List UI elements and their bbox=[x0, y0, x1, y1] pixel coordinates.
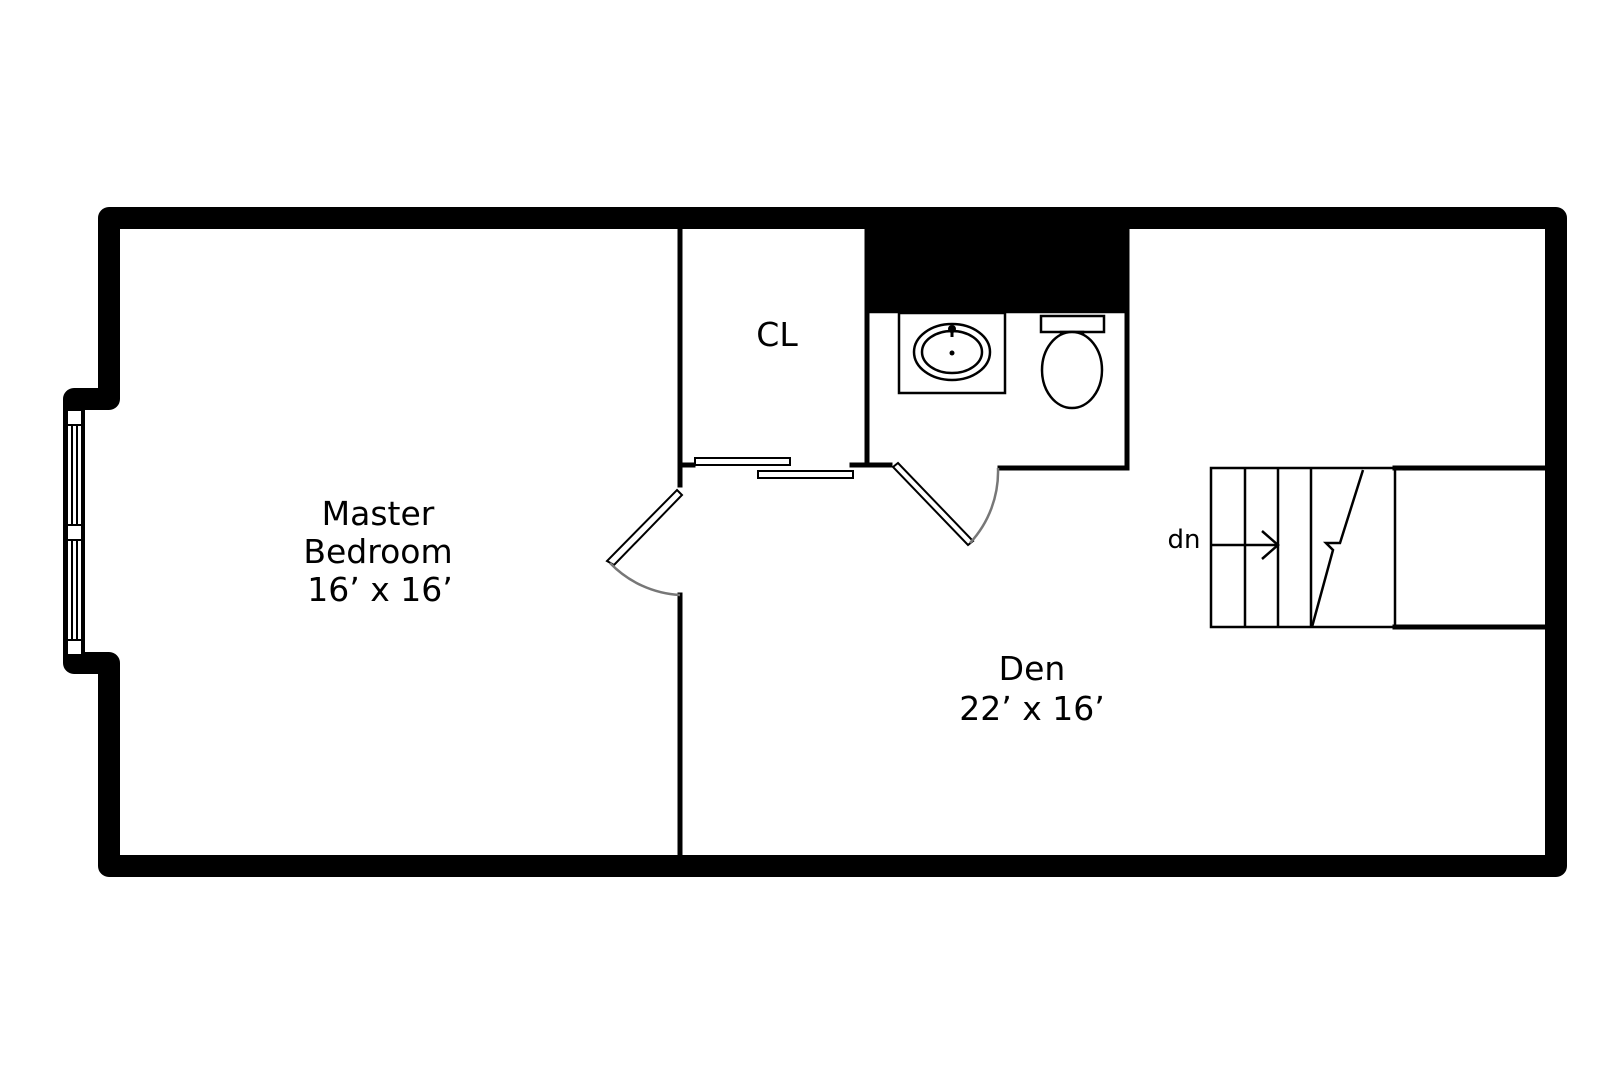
toilet-icon bbox=[1039, 314, 1106, 410]
sink-icon bbox=[897, 311, 1007, 395]
stair-direction-label: dn bbox=[1168, 525, 1201, 555]
bath-door[interactable] bbox=[891, 461, 1000, 547]
closet-label: CL bbox=[756, 315, 798, 354]
exterior-wall bbox=[63, 207, 1567, 877]
master-bedroom-dimensions: 16’ x 16’ bbox=[307, 570, 452, 609]
den-label: Den 22’ x 16’ bbox=[959, 649, 1104, 728]
master-bedroom-name-line1: Master bbox=[322, 494, 435, 533]
interior-walls bbox=[677, 227, 1548, 858]
chimney bbox=[867, 228, 1127, 312]
master-bedroom-label: Master Bedroom 16’ x 16’ bbox=[303, 494, 452, 609]
den-name: Den bbox=[999, 649, 1066, 688]
master-bedroom-name-line2: Bedroom bbox=[303, 532, 452, 571]
window bbox=[66, 409, 83, 656]
closet-sliding-door[interactable] bbox=[694, 457, 854, 479]
bedroom-door[interactable] bbox=[605, 488, 684, 597]
staircase[interactable] bbox=[1209, 466, 1397, 629]
den-dimensions: 22’ x 16’ bbox=[959, 689, 1104, 728]
